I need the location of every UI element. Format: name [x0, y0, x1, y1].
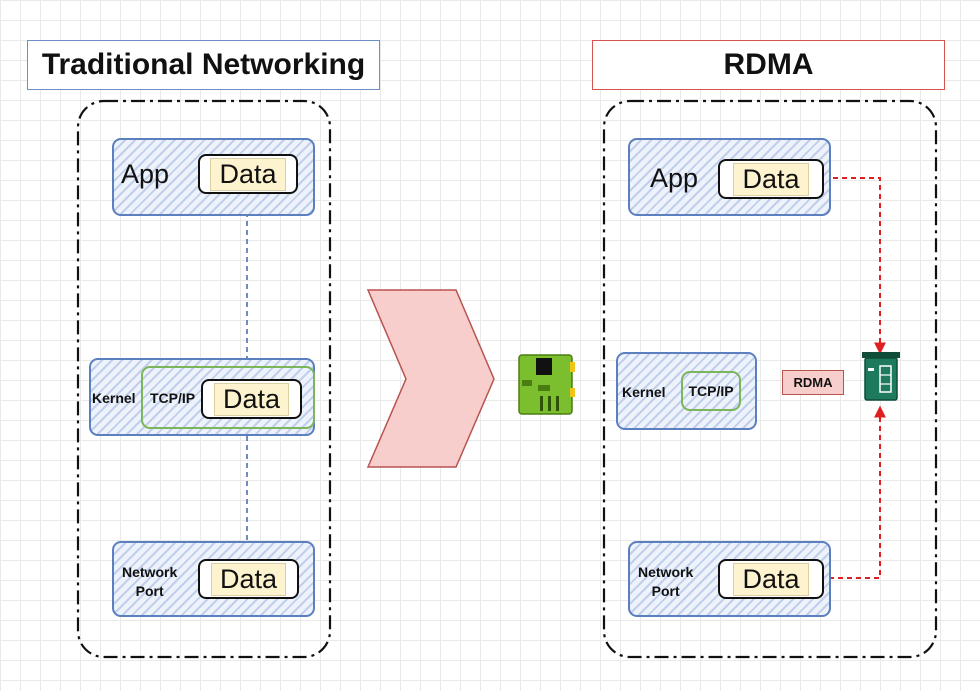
transition-chevron — [366, 289, 495, 468]
kernel-label: Kernel — [622, 384, 666, 400]
rdma-kernel-layer: Kernel TCP/IP — [616, 352, 757, 430]
traditional-stack-panel — [76, 99, 332, 659]
nic-to-app-arrow — [817, 172, 886, 355]
app-label: App — [650, 163, 699, 193]
rdma-app-layer: App Data — [628, 138, 831, 216]
rdma-tag: RDMA — [782, 370, 844, 395]
rdma-port-data-box: Data — [718, 559, 824, 599]
data-label: Data — [210, 562, 287, 596]
tcpip-label: TCP/IP — [150, 390, 196, 406]
app-data-box: Data — [198, 154, 298, 194]
rdma-network-port-layer: Network Port Data — [628, 541, 831, 617]
app-label: App — [121, 159, 170, 189]
nic-to-port-arrow — [817, 405, 886, 584]
network-port-layer: Network Port Data — [112, 541, 315, 617]
tcpip-label: TCP/IP — [688, 382, 734, 399]
kernel-data-box: Data — [201, 379, 302, 419]
data-label: Data — [213, 382, 290, 416]
tcpip-box: TCP/IP Data — [141, 366, 315, 429]
network-port-label: Network Port — [638, 564, 694, 599]
network-port-label: Network Port — [122, 564, 178, 599]
app-layer: App Data — [112, 138, 315, 216]
rdma-tcpip-box: TCP/IP — [681, 371, 741, 411]
rdma-stack-panel — [602, 99, 938, 659]
data-label: Data — [210, 157, 286, 191]
network-card-icon — [518, 354, 575, 415]
port-data-box: Data — [198, 559, 299, 599]
kernel-layer: Kernel TCP/IP Data — [89, 358, 315, 436]
data-label: Data — [733, 162, 809, 196]
traditional-networking-title: Traditional Networking — [27, 40, 380, 90]
rdma-title: RDMA — [592, 40, 945, 90]
rdma-nic-icon — [862, 352, 900, 401]
rdma-app-data-box: Data — [718, 159, 824, 199]
data-label: Data — [733, 562, 809, 596]
kernel-label: Kernel — [92, 390, 136, 406]
